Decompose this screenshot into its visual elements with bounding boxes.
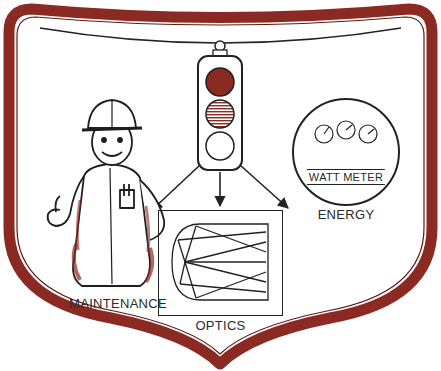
meter-dials	[315, 121, 377, 143]
meter-face-text: WATT METER	[307, 169, 385, 186]
arrows	[152, 165, 288, 210]
shield-outline	[9, 9, 432, 364]
shield-inner-line	[17, 17, 424, 354]
optics-drawing	[172, 224, 268, 300]
box-label: OPTICS	[195, 319, 245, 334]
worker-node: MAINTENANCE	[48, 92, 188, 312]
worker-figure	[48, 100, 165, 286]
meter-label: ENERGY	[318, 208, 375, 223]
traffic-signal	[198, 41, 242, 170]
meter-circle: WATT METERENERGY	[292, 98, 400, 206]
optics-box: OPTICS	[158, 210, 283, 316]
figure-label: MAINTENANCE	[69, 297, 167, 312]
